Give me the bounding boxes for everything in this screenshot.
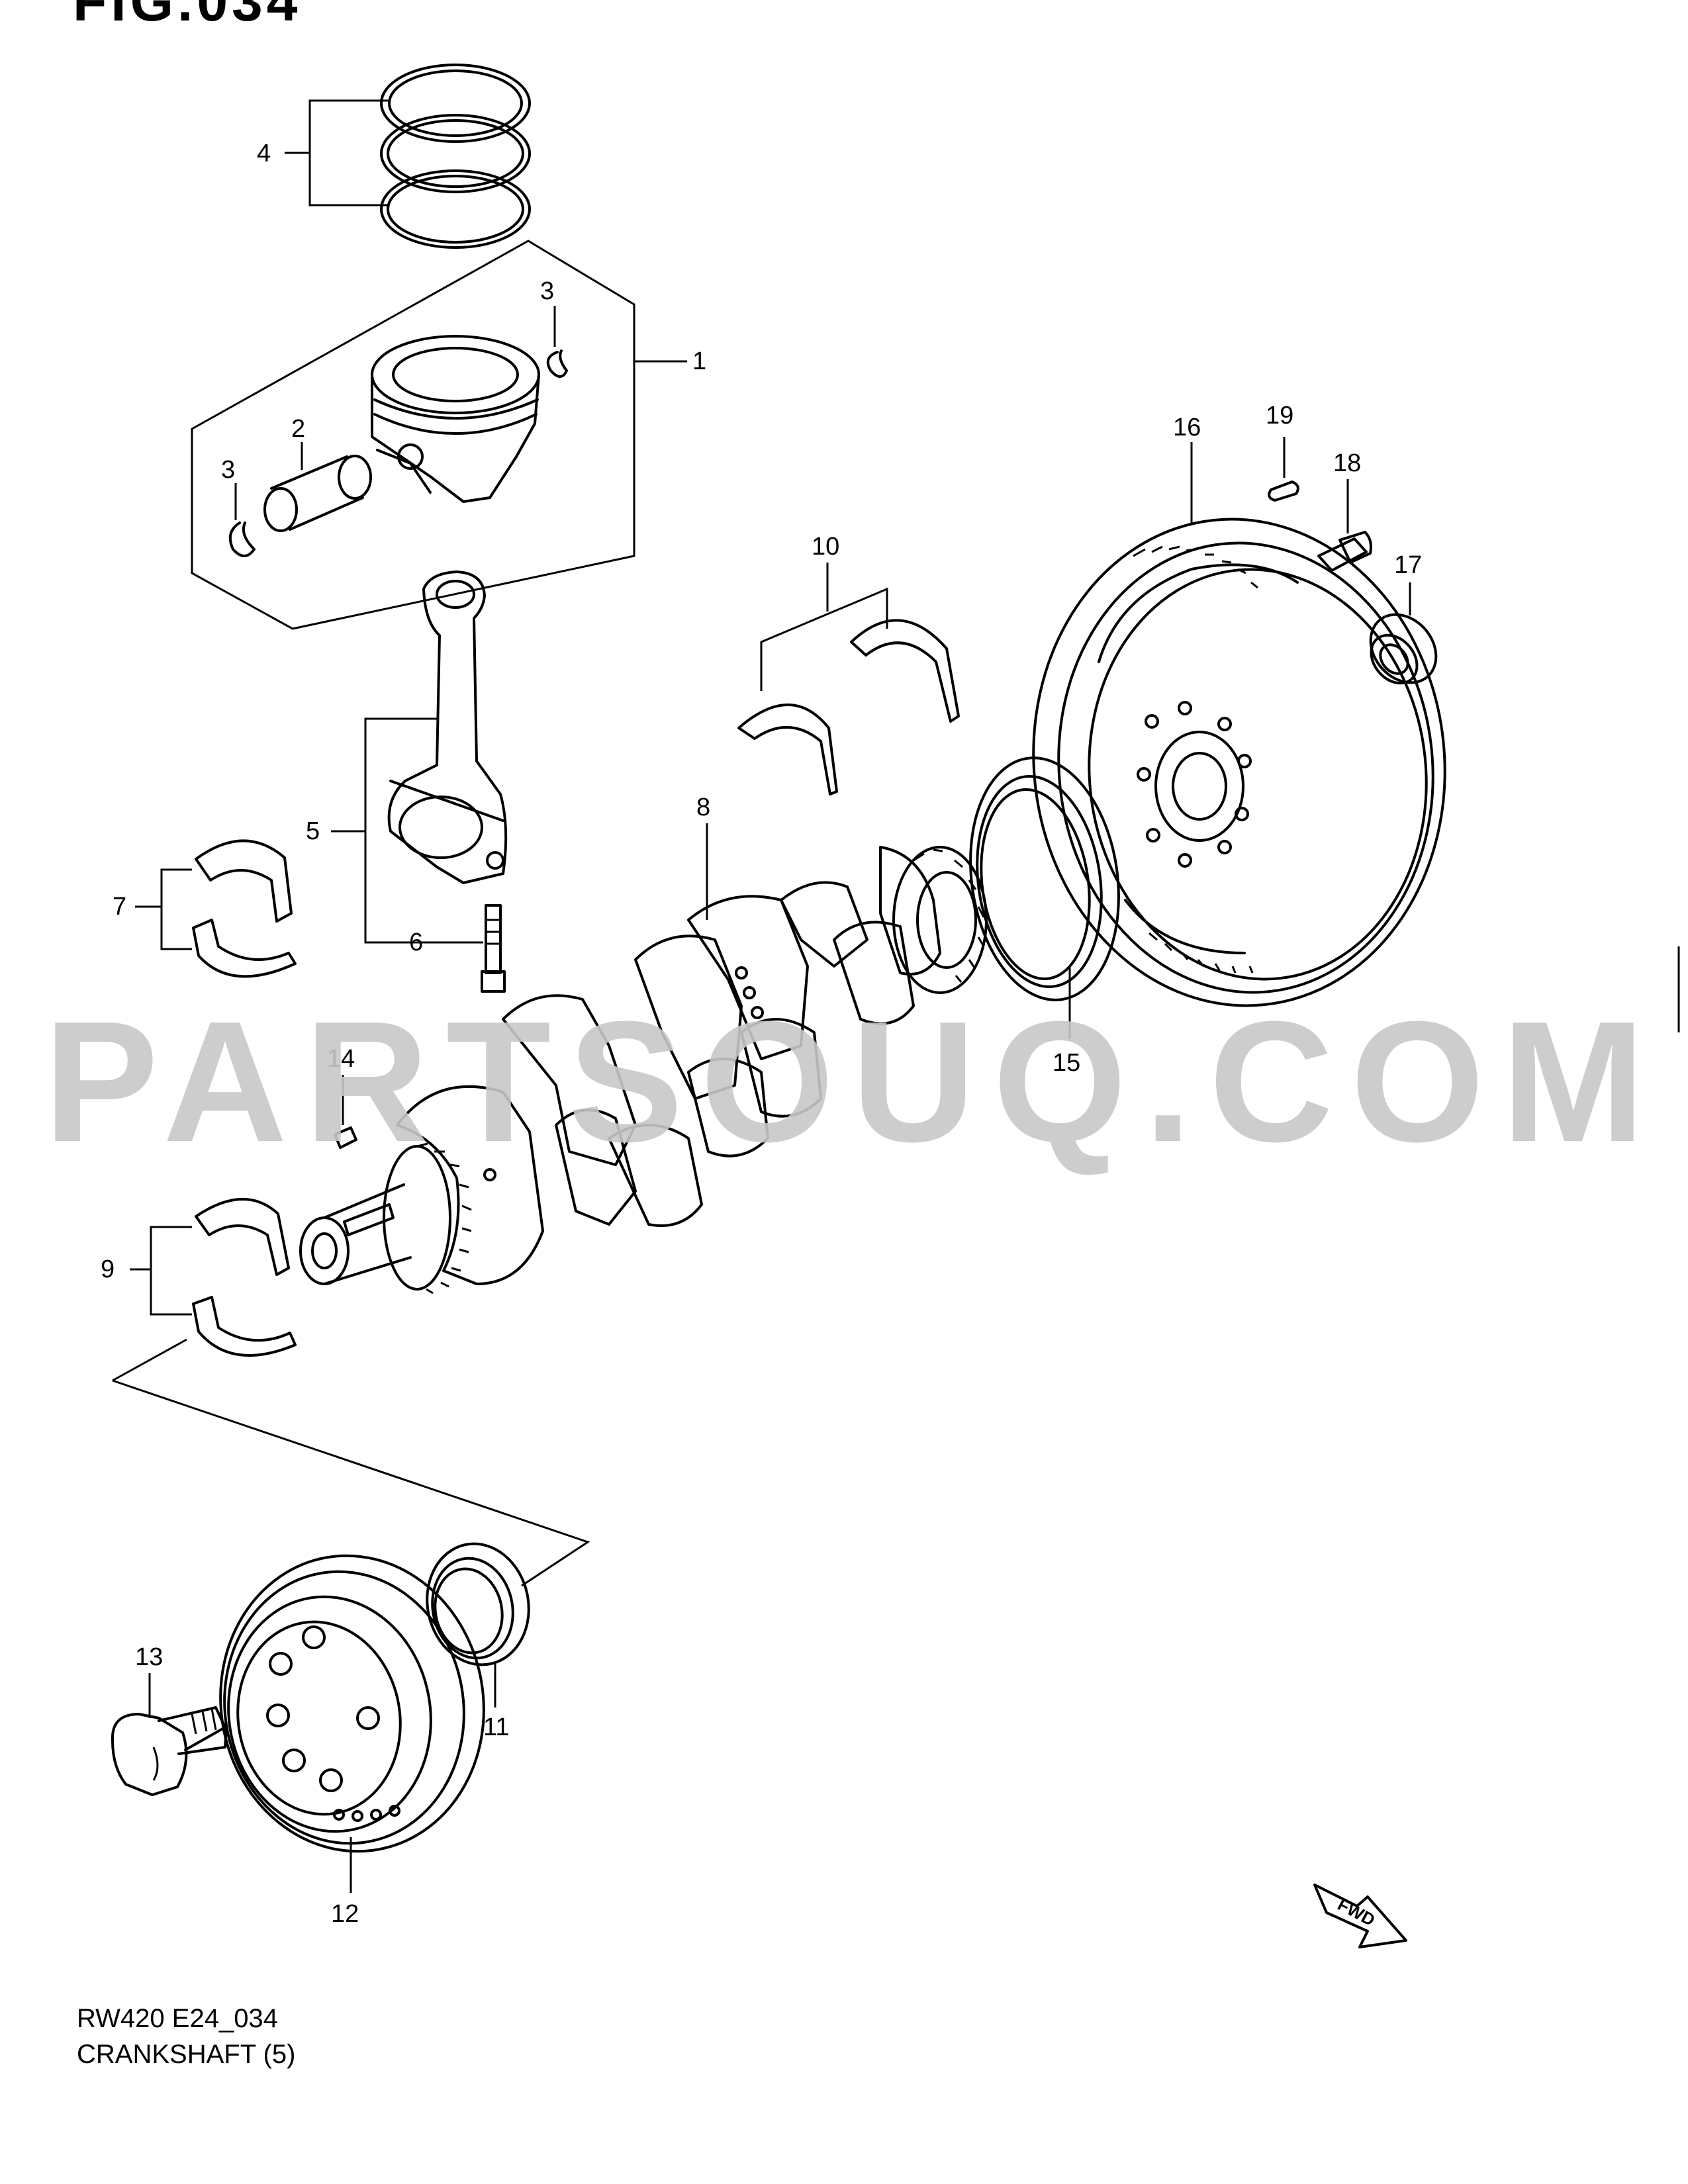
connecting-rod-bearings[interactable] <box>192 839 297 978</box>
callout-14: 14 <box>327 1045 355 1073</box>
main-bearings[interactable] <box>192 1197 297 1357</box>
piston-rings[interactable] <box>380 64 531 249</box>
front-oil-seal[interactable] <box>416 1534 540 1674</box>
callout-16: 16 <box>1173 414 1201 441</box>
pilot-bearing[interactable] <box>1357 602 1449 696</box>
watermark: PARTSOUQ.COM <box>44 986 1662 1178</box>
dowel-pin[interactable] <box>1268 480 1299 502</box>
diagram-code: RW420 E24_034 <box>77 2004 278 2033</box>
callout-8: 8 <box>696 794 710 821</box>
circlip-right[interactable] <box>546 349 568 378</box>
flywheel[interactable] <box>1009 499 1469 1026</box>
callout-11: 11 <box>483 1713 509 1741</box>
callout-17: 17 <box>1394 551 1422 579</box>
thrust-washers[interactable] <box>737 619 960 796</box>
callout-19: 19 <box>1266 402 1293 430</box>
callout-5: 5 <box>306 817 320 845</box>
callout-4: 4 <box>257 140 271 167</box>
circlip-left[interactable] <box>228 522 256 557</box>
callout-13: 13 <box>135 1643 163 1671</box>
callout-2: 2 <box>291 415 305 443</box>
callout-3-right: 3 <box>540 277 554 305</box>
pulley-bolt[interactable] <box>111 1706 228 1796</box>
woodruff-key[interactable] <box>334 1126 357 1149</box>
callout-3-left: 3 <box>221 456 235 484</box>
connecting-rod-bolt[interactable] <box>481 904 506 993</box>
fwd-direction-arrow: FWD <box>1313 1884 1407 1948</box>
piston-pin[interactable] <box>263 455 372 532</box>
callout-9: 9 <box>101 1255 115 1283</box>
callout-18: 18 <box>1333 449 1361 477</box>
callout-12: 12 <box>331 1900 359 1928</box>
callout-7: 7 <box>113 893 126 921</box>
figure-title: FIG.034 <box>73 0 302 32</box>
callout-1: 1 <box>692 347 706 375</box>
crankshaft[interactable] <box>299 846 988 1295</box>
diagram-caption: CRANKSHAFT (5) <box>77 2040 296 2069</box>
callout-10: 10 <box>812 533 839 561</box>
piston[interactable] <box>371 335 540 503</box>
flywheel-bolt[interactable] <box>1317 531 1372 572</box>
connecting-rod[interactable] <box>387 570 508 884</box>
callout-6: 6 <box>409 929 423 956</box>
rear-oil-seal[interactable] <box>955 748 1133 1009</box>
crankshaft-pulley[interactable] <box>197 1535 507 1872</box>
callout-15: 15 <box>1053 1049 1080 1077</box>
